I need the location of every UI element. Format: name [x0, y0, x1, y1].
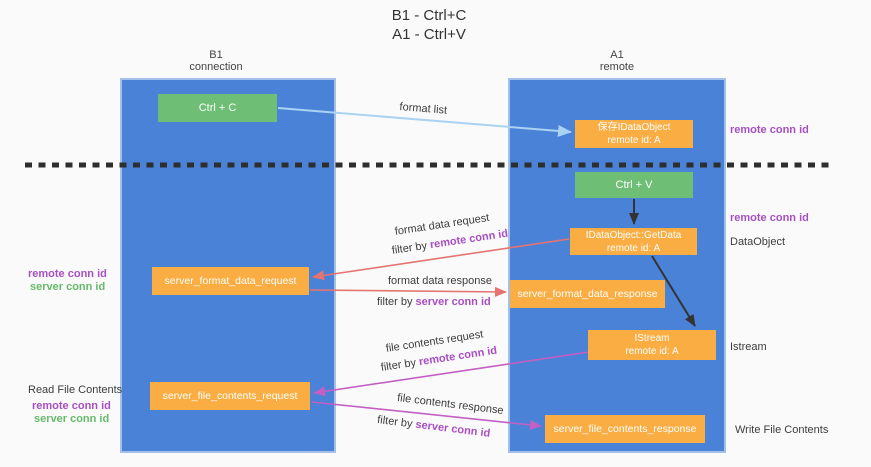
lifeline-header-b1: B1 connection	[136, 49, 296, 73]
lifeline-a1-subtitle: remote	[599, 61, 635, 73]
node-getdata-line2: remote id: A	[606, 242, 661, 254]
annotation-istream: Istream	[730, 341, 767, 353]
annotation-remote-conn-id-left-bottom: remote conn id	[32, 400, 111, 412]
node-format-request-label: server_format_data_request	[164, 275, 297, 287]
node-ctrl-c: Ctrl + C	[158, 94, 277, 122]
node-ctrl-c-label: Ctrl + C	[198, 102, 237, 114]
lifeline-a1-title: A1	[610, 49, 624, 61]
node-idataobject-getdata: IDataObject::GetData remote id: A	[570, 228, 697, 255]
server-conn-id-text-2: server conn id	[414, 418, 491, 440]
node-save-idataobject-line2: remote id: A	[607, 135, 661, 146]
label-format-data-response: format data response	[388, 275, 492, 287]
annotation-remote-conn-id-top: remote conn id	[730, 124, 809, 136]
title-line-2: A1 - Ctrl+V	[392, 26, 466, 43]
node-getdata-line1: IDataObject::GetData	[585, 229, 682, 241]
filter-by-text-4: filter by	[376, 414, 414, 431]
annotation-read-file-contents: Read File Contents	[28, 384, 123, 396]
server-conn-id-text-1: server conn id	[415, 296, 491, 308]
lifeline-b1-subtitle: connection	[189, 61, 243, 73]
arrow-format-data-response	[309, 286, 507, 297]
filter-by-text-1: filter by	[391, 239, 428, 257]
title-line-1: B1 - Ctrl+C	[391, 7, 467, 24]
annotation-write-file-contents: Write File Contents	[735, 424, 829, 436]
lifeline-header-a1: A1 remote	[537, 49, 697, 73]
annotation-remote-conn-id-left-mid: remote conn id	[28, 268, 107, 280]
annotation-remote-conn-id-mid: remote conn id	[730, 212, 809, 224]
label-filter-server-2: filter by server conn id	[377, 414, 491, 440]
annotation-server-conn-id-left-mid: server conn id	[30, 281, 106, 293]
annotation-server-conn-id-left-bottom: server conn id	[34, 413, 110, 425]
remote-conn-id-text-1: remote conn id	[429, 227, 509, 252]
diagram-title: B1 - Ctrl+C A1 - Ctrl+V	[329, 6, 529, 44]
lifeline-b1-title: B1	[209, 49, 223, 61]
node-save-idataobject: 保存IDataObject remote id: A	[575, 120, 693, 148]
node-istream: IStream remote id: A	[588, 330, 716, 360]
node-server-format-data-response: server_format_data_response	[510, 280, 665, 308]
node-save-idataobject-line1: 保存IDataObject	[597, 122, 671, 133]
node-server-format-data-request: server_format_data_request	[152, 267, 309, 295]
filter-by-text-2: filter by	[377, 296, 413, 308]
filter-by-text-3: filter by	[380, 356, 417, 374]
node-istream-line2: remote id: A	[625, 346, 679, 357]
node-file-request-label: server_file_contents_request	[162, 390, 298, 402]
node-ctrl-v: Ctrl + V	[575, 172, 693, 198]
node-server-file-contents-response: server_file_contents_response	[545, 415, 705, 443]
label-file-contents-response: file contents response	[396, 392, 505, 417]
annotation-dataobject: DataObject	[730, 236, 786, 248]
node-file-response-label: server_file_contents_response	[553, 423, 697, 435]
label-format-list: format list	[399, 101, 448, 117]
node-ctrl-v-label: Ctrl + V	[615, 179, 653, 191]
node-server-file-contents-request: server_file_contents_request	[150, 382, 310, 410]
node-format-response-label: server_format_data_response	[517, 288, 658, 300]
label-filter-server-1: filter by server conn id	[377, 296, 491, 308]
node-istream-line1: IStream	[634, 333, 670, 344]
